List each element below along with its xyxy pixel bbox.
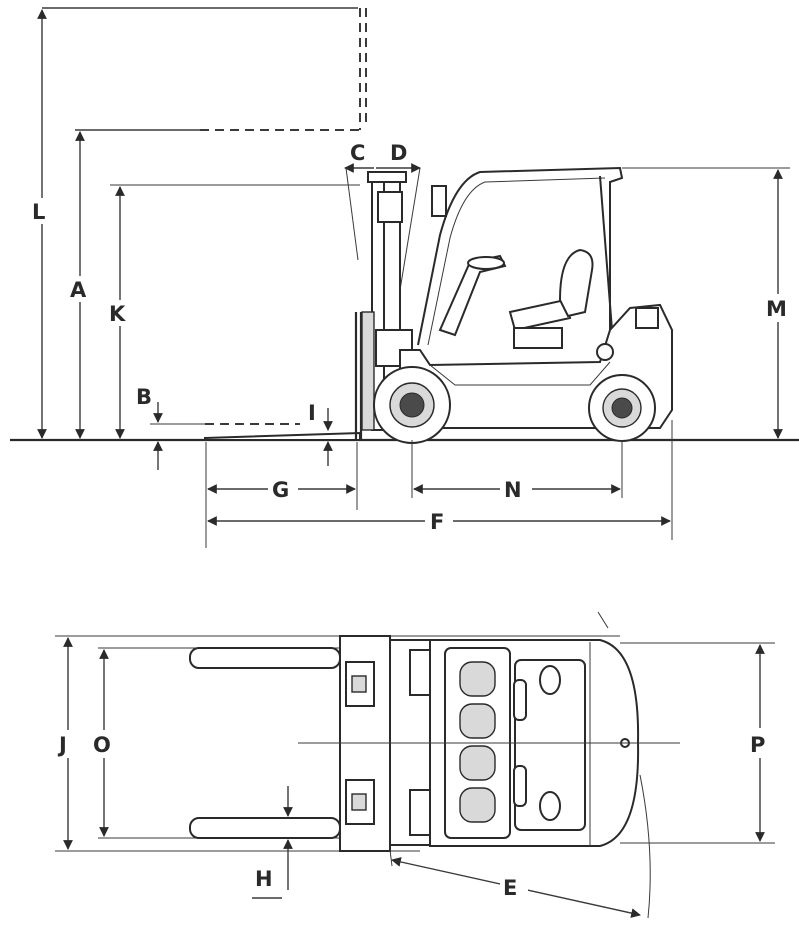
label-c: C [350,141,365,165]
dimension-m: M [622,167,794,439]
mast [361,171,413,431]
label-m: M [766,297,787,321]
dimension-j: J [55,637,81,850]
dimension-n: N [411,440,623,503]
side-fork [204,312,363,441]
label-g: G [272,478,289,502]
front-wheel [373,366,451,444]
raised-load-outline [42,7,367,131]
dimension-p: P [746,644,776,842]
label-l: L [32,200,45,224]
dimension-h: H [252,786,293,899]
label-i: I [308,401,316,425]
top-body [429,611,640,847]
dimension-l: L [28,9,56,439]
dimension-i: I [308,401,333,466]
label-h: H [255,867,273,891]
dimension-o: O [90,649,118,837]
rear-wheel [588,374,656,442]
dimension-g: G [205,442,358,548]
label-o: O [93,733,111,757]
label-b: B [136,385,152,409]
label-d: D [390,141,407,165]
label-k: K [109,302,126,326]
steering-and-seat [438,248,594,349]
label-j: J [57,733,67,757]
dimension-f: F [207,420,673,540]
label-f: F [430,510,444,534]
top-view: J O H [55,611,776,919]
label-a: A [70,278,87,302]
dimension-b: B [136,385,300,470]
label-p: P [750,733,765,757]
dimension-e: E [389,774,651,919]
label-e: E [503,876,517,900]
dimension-a: A [66,131,94,439]
label-n: N [504,478,522,502]
dimension-c-d: C D [344,141,421,291]
dimension-k: K [106,186,134,439]
side-view: L A K B I [10,7,799,548]
